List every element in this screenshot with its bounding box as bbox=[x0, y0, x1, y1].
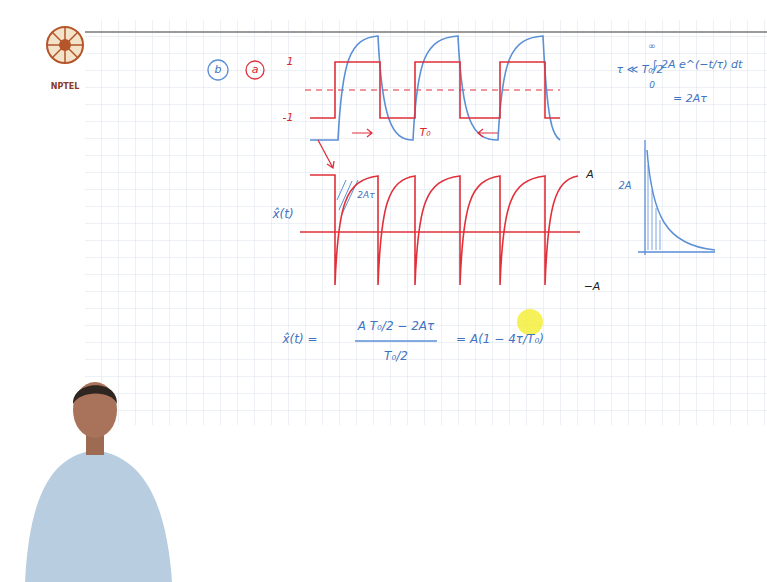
lecturer bbox=[25, 382, 172, 582]
derivative-wave bbox=[310, 175, 578, 285]
square-wave bbox=[310, 62, 560, 118]
period-label: T₀ bbox=[419, 127, 430, 139]
integral-expression: ∫ 2A e^(−t/τ) dt bbox=[652, 59, 742, 71]
case-marker: a bbox=[252, 64, 259, 76]
amplitude-label: −A bbox=[584, 281, 601, 293]
board-edge bbox=[85, 31, 767, 33]
level-value: -1 bbox=[283, 112, 294, 124]
formula-result: = A(1 − 4τ/T₀) bbox=[456, 333, 544, 346]
level-value: 1 bbox=[287, 56, 294, 68]
circle-mark bbox=[208, 60, 228, 80]
signal-name: x̂(t) bbox=[272, 208, 293, 221]
logo-wheel bbox=[47, 27, 83, 63]
case-marker: b bbox=[215, 64, 222, 76]
grid-paper bbox=[85, 20, 767, 425]
highlight bbox=[517, 309, 543, 335]
filtered-wave bbox=[310, 36, 560, 140]
circle-mark bbox=[246, 61, 264, 79]
fraction-bar bbox=[355, 340, 437, 341]
time-axis bbox=[300, 231, 580, 232]
integral-result: = 2Aτ bbox=[673, 93, 707, 105]
area-label: 2Aτ bbox=[355, 191, 376, 201]
logo-text: NPTEL bbox=[51, 83, 80, 92]
small-axes bbox=[638, 140, 715, 255]
formula-denominator: T₀/2 bbox=[384, 350, 408, 363]
peak-value: 2A bbox=[618, 180, 631, 191]
pointer-arrow bbox=[318, 140, 334, 168]
amplitude-label: A bbox=[586, 169, 594, 181]
formula-part: x̂(t) = bbox=[282, 333, 317, 346]
formula-numerator: A T₀/2 − 2Aτ bbox=[358, 320, 435, 333]
decay-curve bbox=[647, 150, 715, 250]
mid-line bbox=[305, 89, 560, 90]
integral-limit: ∞ bbox=[648, 42, 656, 52]
integral-limit: 0 bbox=[649, 81, 655, 91]
